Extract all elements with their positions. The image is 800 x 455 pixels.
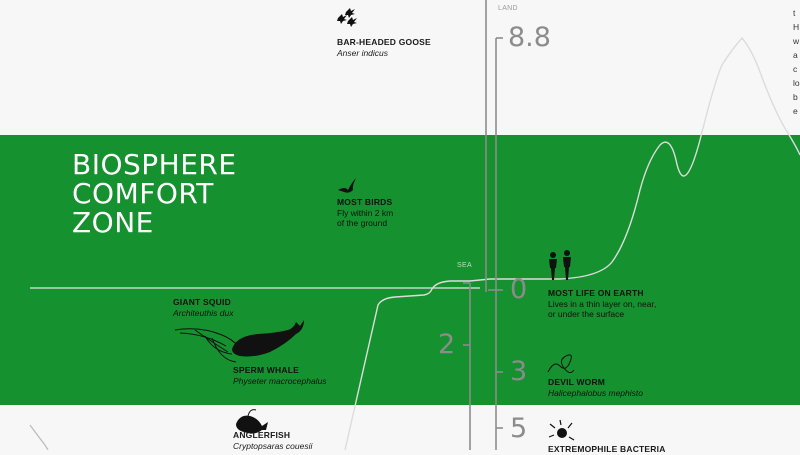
giant-squid-label: GIANT SQUID Architeuthis dux <box>173 297 233 318</box>
bird-icon <box>338 178 356 193</box>
cropped-side-text: t H w a c lo b e <box>793 6 800 118</box>
organism-latin-name: Physeter macrocephalus <box>233 375 327 386</box>
organism-name: GIANT SQUID <box>173 297 231 307</box>
organism-name: MOST BIRDS <box>337 197 393 207</box>
side-text-fragment: a <box>793 50 798 60</box>
side-text-fragment: t <box>793 8 796 18</box>
zone-title-line: ZONE <box>72 206 154 239</box>
side-text-fragment: w <box>793 36 800 46</box>
zone-title-line: BIOSPHERE <box>72 148 237 181</box>
organism-name: DEVIL WORM <box>548 377 606 387</box>
bar-headed-goose-label: BAR-HEADED GOOSE Anser indicus <box>337 37 431 58</box>
left-scale-mark-two: 2 <box>438 329 456 360</box>
organism-name: ANGLERFISH <box>233 430 291 440</box>
terrain-profile-line <box>344 36 800 450</box>
trench-profile-line <box>29 424 49 450</box>
organism-name: SPERM WHALE <box>233 365 299 375</box>
anglerfish-icon <box>236 409 268 434</box>
zone-title: BIOSPHERE COMFORT ZONE <box>72 150 237 237</box>
giant-squid-icon <box>174 328 239 363</box>
side-text-fragment: b <box>793 92 798 102</box>
devil-worm-icon <box>547 354 575 374</box>
land-label: LAND <box>498 5 518 12</box>
organism-name: MOST LIFE ON EARTH <box>548 288 644 298</box>
organism-latin-name: Halicephalobus mephisto <box>548 387 643 398</box>
organism-description-line: or under the surface <box>548 309 625 319</box>
scale-mark-zero: 0 <box>510 274 528 305</box>
scale-mark-five: 5 <box>510 413 528 444</box>
side-text-fragment: lo <box>793 78 800 88</box>
side-text-fragment: H <box>793 22 800 32</box>
extremophile-bacteria-label: EXTREMOPHILE BACTERIA <box>548 444 666 455</box>
organism-name: BAR-HEADED GOOSE <box>337 37 431 47</box>
organism-latin-name: Cryptopsaras couesii <box>233 440 313 451</box>
goose-flock-icon <box>337 8 357 27</box>
organism-description-line: Lives in a thin layer on, near, <box>548 298 657 309</box>
side-text-fragment: c <box>793 64 798 74</box>
sea-label: SEA <box>457 262 472 269</box>
sperm-whale-icon <box>232 320 304 357</box>
most-life-label: MOST LIFE ON EARTH Lives in a thin layer… <box>548 288 656 320</box>
scale-mark-three: 3 <box>510 356 528 387</box>
zone-title-line: COMFORT <box>72 177 214 210</box>
humans-icon <box>549 250 571 280</box>
bacteria-icon <box>548 419 575 441</box>
side-text-fragment: e <box>793 106 798 116</box>
organism-latin-name: Architeuthis dux <box>173 307 234 318</box>
organism-name: EXTREMOPHILE BACTERIA <box>548 444 666 454</box>
sperm-whale-label: SPERM WHALE Physeter macrocephalus <box>233 365 327 386</box>
organism-description-line: Fly within 2 km <box>337 207 394 218</box>
organism-latin-name: Anser indicus <box>337 47 389 58</box>
biosphere-comfort-zone-band <box>0 135 800 405</box>
most-birds-label: MOST BIRDS Fly within 2 km of the ground <box>337 197 393 229</box>
anglerfish-label: ANGLERFISH Cryptopsaras couesii <box>233 430 312 451</box>
scale-mark-land-top: 8.8 <box>508 22 551 53</box>
organism-description-line: of the ground <box>337 218 388 228</box>
devil-worm-label: DEVIL WORM Halicephalobus mephisto <box>548 377 643 398</box>
